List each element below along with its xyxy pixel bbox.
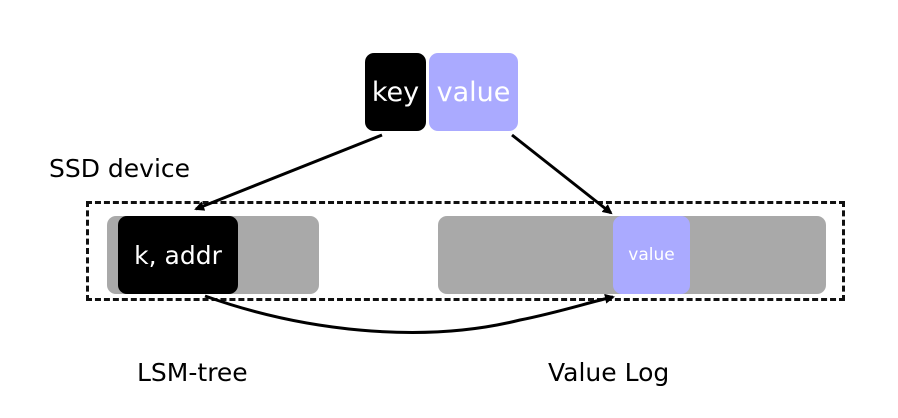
- value-log-entry-label: value: [628, 245, 675, 265]
- key-label: key: [371, 76, 420, 108]
- addr-to-value-arrow: [204, 293, 615, 334]
- key-box: key: [365, 53, 426, 131]
- key-to-lsm-arrow: [194, 133, 383, 211]
- value-label: value: [436, 76, 511, 108]
- value-log-entry: value: [613, 216, 690, 294]
- value-to-log-arrow: [511, 133, 613, 215]
- value-log-label: Value Log: [548, 358, 670, 387]
- ssd-device-label: SSD device: [49, 154, 191, 183]
- lsm-tree-entry: k, addr: [118, 216, 238, 294]
- lsm-tree-entry-label: k, addr: [134, 240, 222, 270]
- ssd-device-border: [86, 201, 845, 301]
- value-box: value: [429, 53, 518, 131]
- lsm-tree-label: LSM-tree: [137, 358, 248, 387]
